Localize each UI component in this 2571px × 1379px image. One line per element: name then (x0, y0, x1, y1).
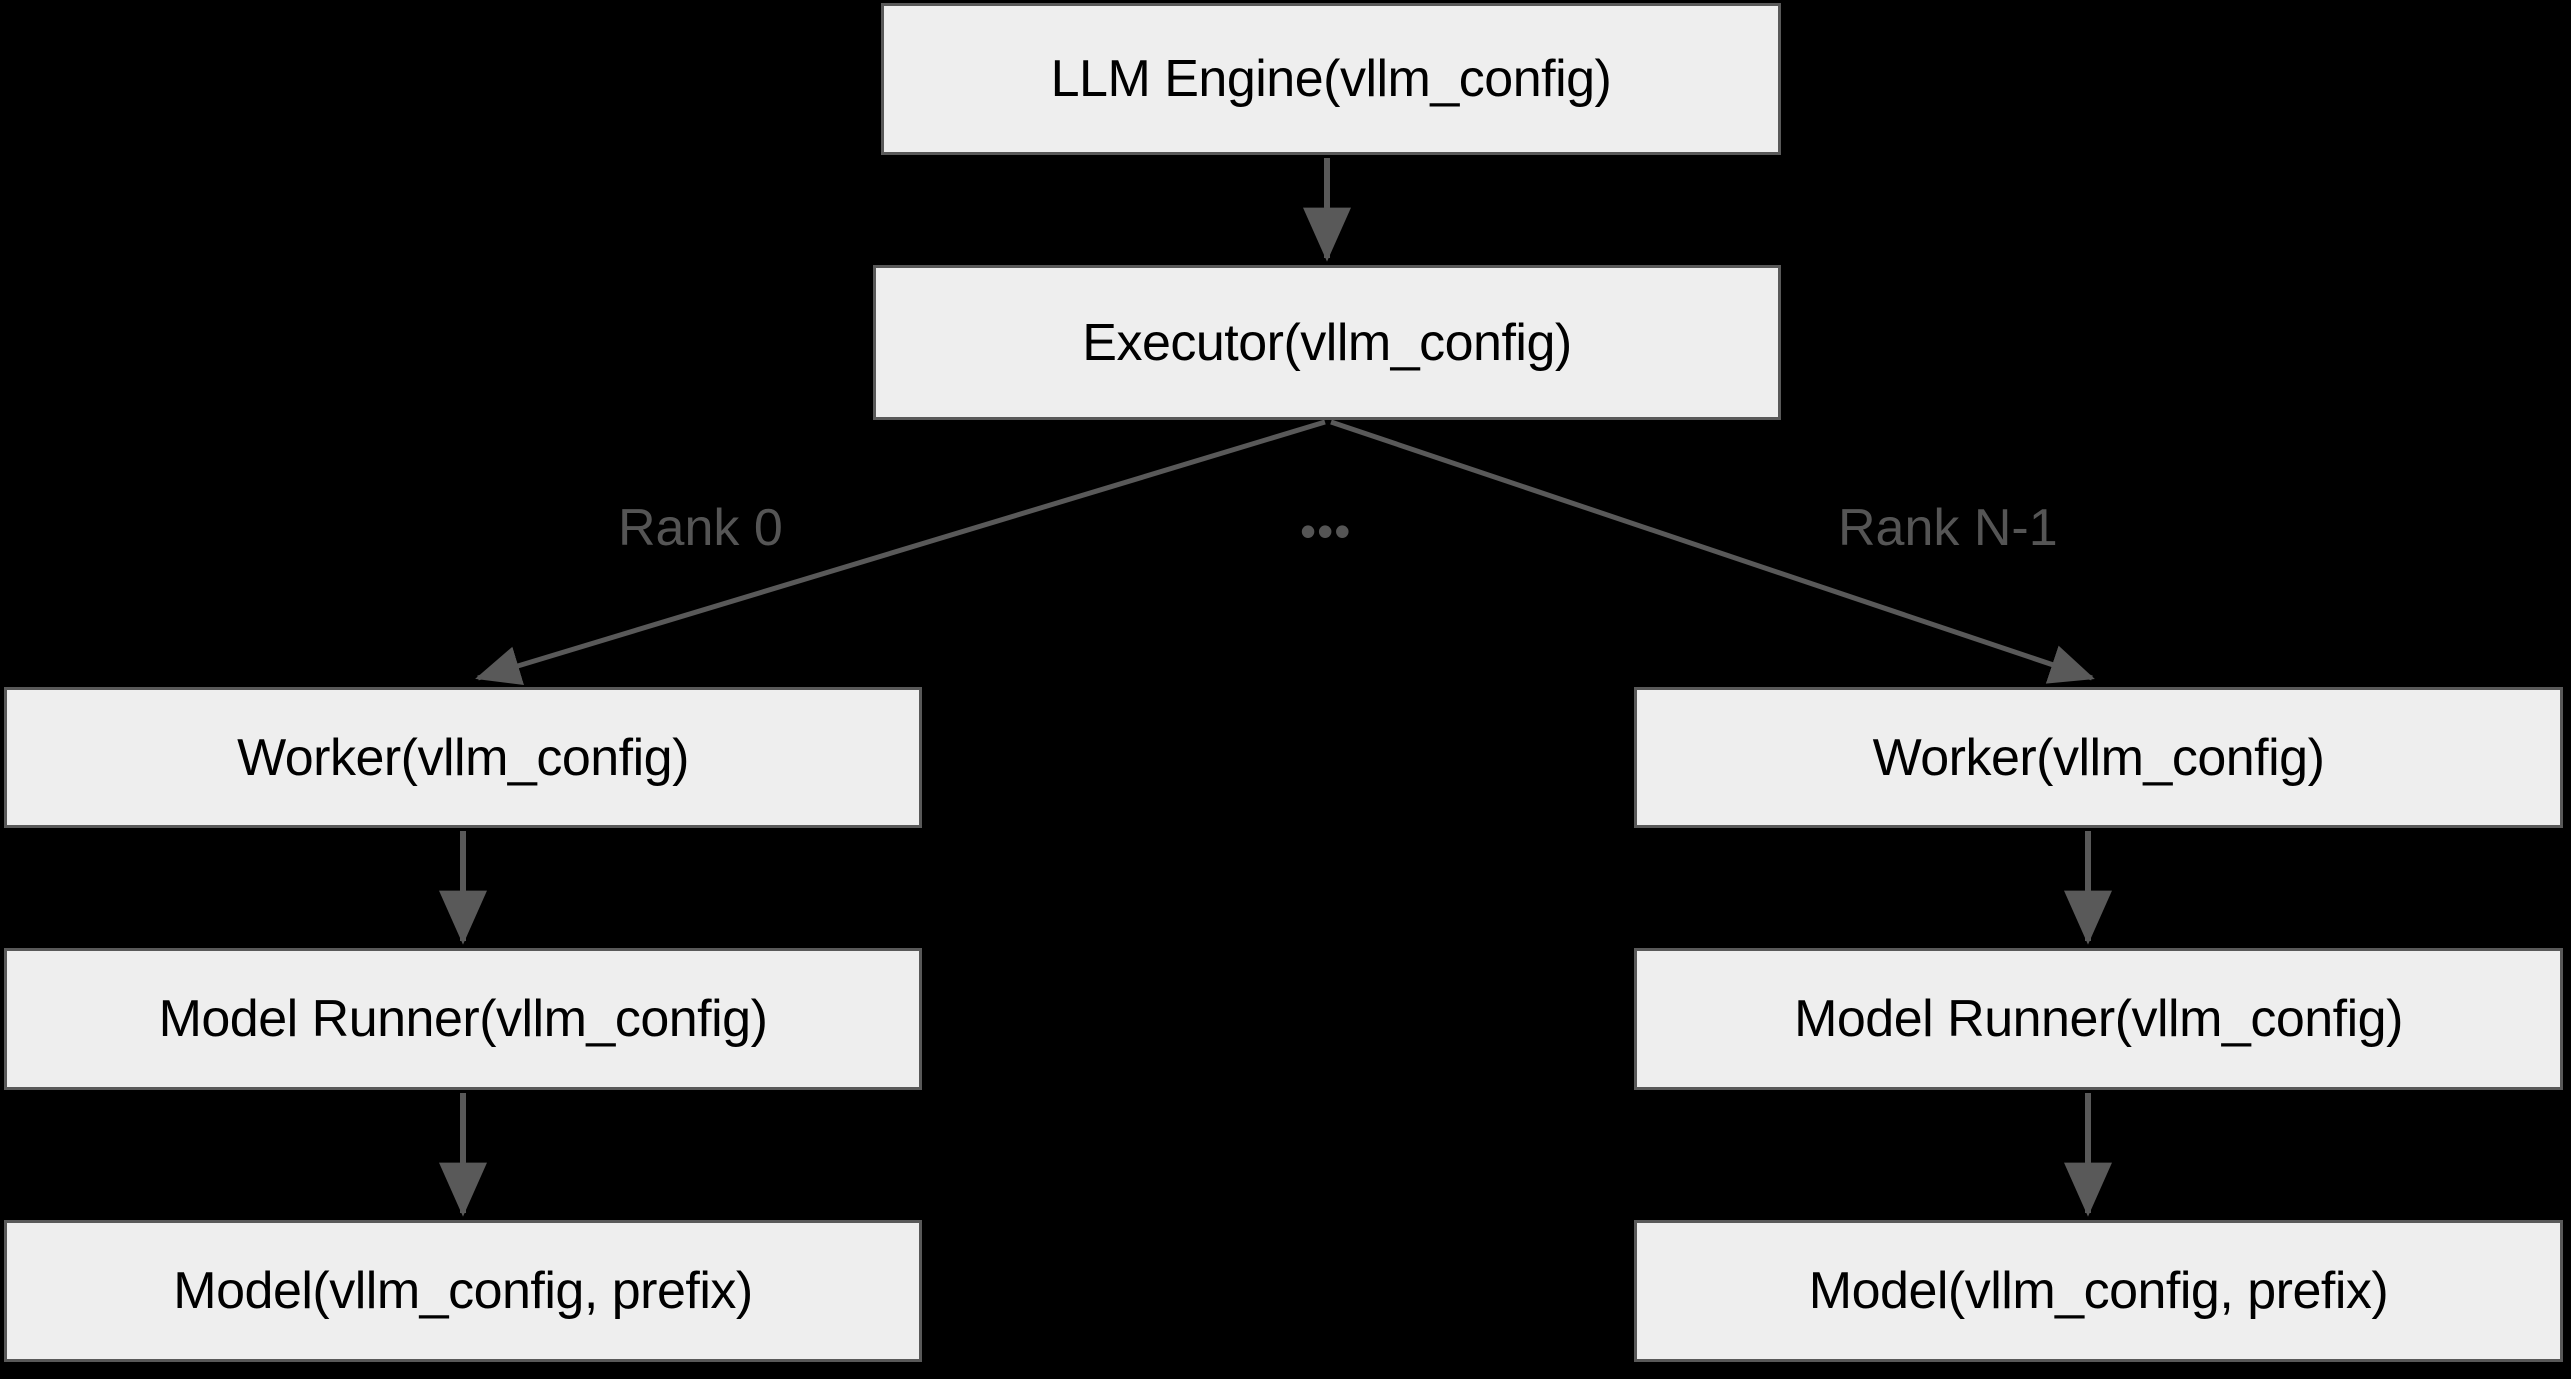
node-llm-engine-label: LLM Engine(vllm_config) (1050, 50, 1612, 108)
node-model-rank-n-label: Model(vllm_config, prefix) (1808, 1262, 2389, 1320)
node-llm-engine[interactable]: LLM Engine(vllm_config) (881, 3, 1781, 155)
edge-label-rank-n-minus-1: Rank N-1 (1838, 499, 2058, 557)
node-model-runner-rank-0-label: Model Runner(vllm_config) (158, 990, 768, 1048)
node-model-runner-rank-n[interactable]: Model Runner(vllm_config) (1634, 948, 2563, 1090)
node-worker-rank-0-label: Worker(vllm_config) (237, 728, 689, 787)
edge-executor-to-worker-0 (475, 419, 1326, 685)
edge-label-ellipsis: ••• (1300, 505, 1352, 557)
node-model-rank-n[interactable]: Model(vllm_config, prefix) (1634, 1220, 2563, 1362)
node-model-runner-rank-n-label: Model Runner(vllm_config) (1794, 990, 2403, 1048)
node-worker-rank-n-label: Worker(vllm_config) (1872, 728, 2325, 787)
node-model-runner-rank-0[interactable]: Model Runner(vllm_config) (4, 948, 922, 1090)
edge-label-rank-0: Rank 0 (618, 499, 783, 557)
node-model-rank-0[interactable]: Model(vllm_config, prefix) (4, 1220, 922, 1362)
node-model-rank-0-label: Model(vllm_config, prefix) (173, 1262, 753, 1320)
node-worker-rank-0[interactable]: Worker(vllm_config) (4, 687, 922, 828)
node-worker-rank-n[interactable]: Worker(vllm_config) (1634, 687, 2563, 828)
node-executor-label: Executor(vllm_config) (1082, 313, 1572, 372)
node-executor[interactable]: Executor(vllm_config) (873, 265, 1781, 420)
